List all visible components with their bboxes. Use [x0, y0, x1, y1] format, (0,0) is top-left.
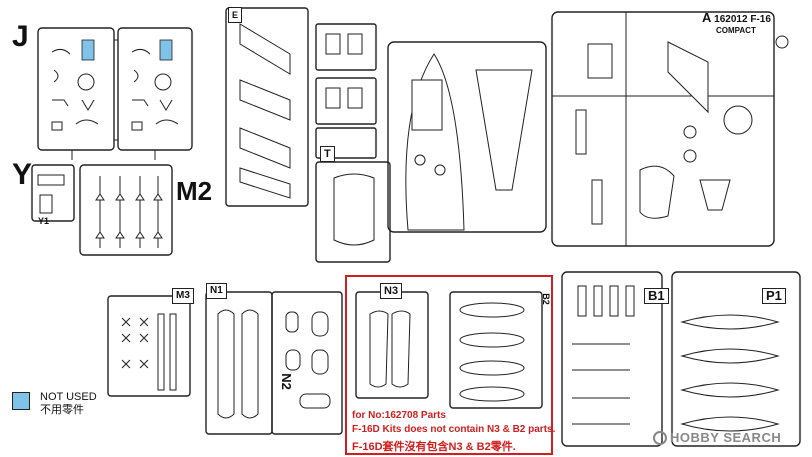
sprue-label-m2: M2	[176, 176, 213, 206]
sprue-a-tag-circle	[775, 35, 789, 49]
not-used-swatch	[12, 392, 30, 410]
sprue-b1	[561, 271, 663, 447]
sprue-small-top	[315, 23, 377, 71]
sprue-label-m3: M3	[172, 288, 194, 304]
sprue-b2	[449, 291, 543, 409]
bomb	[459, 386, 525, 402]
sprue-label-p1: P1	[762, 288, 786, 304]
sprue-t	[315, 161, 391, 263]
sprue-label-n1: N1	[206, 283, 227, 299]
red-note-line1: for No:162708 Parts	[352, 410, 446, 421]
sprue-small-low	[315, 127, 377, 159]
sprue-m2	[79, 164, 173, 256]
sprue-a-line1: 162012 F-16	[714, 14, 771, 25]
sprue-y	[31, 164, 75, 222]
bomb	[459, 360, 525, 376]
sprue-fuselage	[387, 41, 547, 233]
sprue-label-n2: N2	[278, 373, 294, 390]
missile	[95, 176, 105, 248]
sprue-label-e: E	[228, 7, 243, 23]
sprue-label-b2: B2	[540, 293, 551, 305]
bomb	[459, 332, 525, 348]
sprue-label-j: J	[12, 20, 29, 53]
sprue-p1	[671, 271, 801, 447]
hobby-search-logo-icon	[653, 431, 667, 445]
legend-label: NOT USED 不用零件	[40, 391, 97, 417]
sprue-small-mid	[315, 77, 377, 125]
not-used-part	[81, 39, 95, 61]
missile	[135, 176, 145, 248]
sprue-e	[225, 7, 309, 207]
bomb	[459, 302, 525, 318]
sprue-label-b1: B1	[644, 288, 669, 304]
red-highlight-box	[345, 275, 553, 455]
missile	[115, 176, 125, 248]
sprue-label-n3: N3	[380, 283, 403, 299]
missile	[153, 176, 163, 248]
red-note-line2: F-16D Kits does not contain N3 & B2 part…	[352, 424, 556, 435]
not-used-part	[159, 39, 173, 61]
legend-label-en: NOT USED	[40, 391, 97, 403]
sprue-n3	[355, 291, 429, 399]
sprue-label-a: A	[702, 10, 712, 25]
sprue-label-y: Y	[12, 158, 33, 191]
sprue-n2	[271, 291, 343, 435]
sprue-a-label: A 162012 F-16 COMPACT	[702, 10, 771, 36]
red-note-line3: F-16D套件沒有包含N3 & B2零件.	[352, 441, 516, 453]
sprue-a-line2: COMPACT	[716, 26, 756, 35]
sprue-n1	[205, 291, 273, 435]
legend-label-cn: 不用零件	[40, 404, 84, 416]
sprue-m3	[107, 295, 191, 397]
sprue-label-y1: Y1	[38, 216, 50, 226]
sprue-a	[551, 11, 789, 247]
sprue-label-t: T	[320, 146, 335, 162]
watermark-text: HOBBY SEARCH	[670, 430, 782, 445]
sprue-j	[37, 27, 193, 160]
